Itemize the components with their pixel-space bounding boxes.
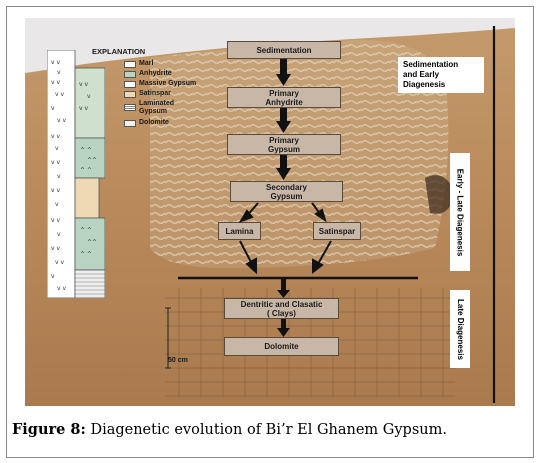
svg-text:v v: v v (55, 91, 64, 98)
satinspar-box: Satinspar (313, 222, 361, 240)
svg-text:v: v (57, 173, 61, 180)
scale-label: 50 cm (168, 357, 188, 364)
stage-late-label: Late Diagenesis (450, 290, 470, 368)
svg-text:v v: v v (55, 259, 64, 266)
marl-swatch (124, 61, 136, 68)
stage-early-label: Sedimentation and Early Diagenesis (398, 57, 484, 93)
svg-text:v v: v v (57, 117, 66, 124)
legend-label: Laminated Gypsum (139, 100, 175, 115)
stage-early-late-label: Early - Late Diagenesis (450, 153, 470, 271)
legend: EXPLANATION (92, 47, 172, 142)
sedimentation-box: Sedimentation (227, 41, 341, 59)
svg-text:^ ^: ^ ^ (80, 167, 92, 174)
legend-label: Anhydrite (139, 70, 172, 77)
stage-early-late-text: Early - Late Diagenesis (455, 168, 465, 256)
legend-label: Dolomite (139, 119, 169, 126)
legend-label: Marl (139, 60, 154, 67)
legend-title: EXPLANATION (92, 47, 146, 56)
arrow-satinspar-down (317, 240, 332, 265)
caption-text: Diagenetic evolution of Bi’r El Ghanem G… (85, 422, 447, 438)
svg-text:v: v (55, 145, 59, 152)
svg-text:v: v (87, 93, 91, 100)
stage-late-text: Late Diagenesis (455, 298, 465, 360)
svg-text:v: v (51, 105, 55, 112)
clays-box: Dentritic and Clasatic ( Clays) (224, 298, 339, 319)
svg-text:v v: v v (51, 187, 60, 194)
svg-text:v: v (51, 273, 55, 280)
dolomite-box: Dolomite (224, 337, 339, 356)
svg-text:v v: v v (51, 79, 60, 86)
arrow-gypsum-to-secondary (276, 155, 291, 180)
arrow-lamina-down (239, 240, 253, 265)
svg-text:v v: v v (51, 59, 60, 66)
svg-text:v v: v v (51, 245, 60, 252)
satinspar-swatch (124, 91, 136, 98)
caption-label: Figure 8: (12, 421, 86, 438)
dolomite-swatch (124, 120, 136, 127)
svg-text:v v: v v (51, 159, 60, 166)
legend-label: Satinspar (139, 90, 171, 97)
svg-text:^ ^: ^ ^ (80, 251, 92, 258)
svg-text:^ ^: ^ ^ (80, 147, 92, 154)
svg-text:v v: v v (79, 81, 88, 88)
anhydrite-swatch (124, 71, 136, 78)
laminated-gypsum-swatch (124, 104, 136, 111)
svg-text:v: v (55, 201, 59, 208)
svg-text:v v: v v (79, 105, 88, 112)
legend-items: Marl Anhydrite Massive Gypsum Satinspar … (124, 60, 197, 140)
svg-text:v: v (57, 69, 61, 76)
arrow-anhydrite-to-gypsum (276, 108, 291, 133)
svg-text:^ ^: ^ ^ (80, 227, 92, 234)
legend-label: Massive Gypsum (139, 80, 197, 87)
svg-text:v v: v v (51, 217, 60, 224)
secondary-gypsum-box: Secondary Gypsum (230, 181, 343, 202)
primary-gypsum-box: Primary Gypsum (227, 134, 341, 155)
svg-text:v: v (57, 231, 61, 238)
svg-text:^^: ^^ (87, 239, 97, 246)
svg-text:^^: ^^ (87, 157, 97, 164)
svg-text:v v: v v (51, 133, 60, 140)
arrow-sed-to-anhydrite (276, 59, 291, 86)
massive-gypsum-swatch (124, 81, 136, 88)
svg-text:v v: v v (57, 285, 66, 292)
figure-caption: Figure 8: Diagenetic evolution of Bi’r E… (12, 421, 447, 438)
primary-anhydrite-box: Primary Anhydrite (227, 87, 341, 108)
